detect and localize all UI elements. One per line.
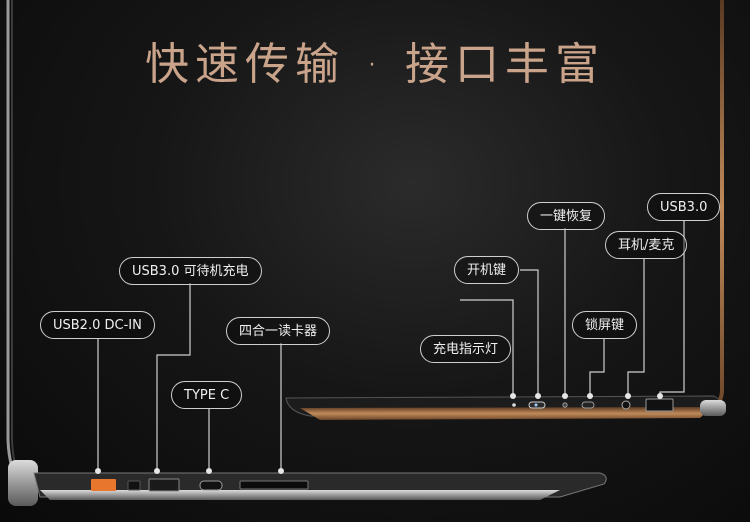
lock-button xyxy=(581,401,595,409)
usb2-port xyxy=(91,479,116,491)
hinge-right xyxy=(700,400,726,416)
label-usb3-charge: USB3.0 可待机充电 xyxy=(119,257,262,285)
label-usb2-dcin: USB2.0 DC-IN xyxy=(40,311,155,339)
hinge-left xyxy=(8,460,38,506)
usb3-port-left xyxy=(148,478,180,492)
charge-led xyxy=(512,403,516,407)
label-type-c: TYPE C xyxy=(171,381,243,409)
usb3-port-right xyxy=(645,398,674,412)
type-c-port xyxy=(199,480,223,491)
card-reader-slot xyxy=(239,480,309,490)
label-audio-jack: 耳机/麦克 xyxy=(605,231,688,259)
label-charge-led: 充电指示灯 xyxy=(420,335,512,363)
audio-jack xyxy=(621,400,631,410)
dc-in-port xyxy=(127,480,141,491)
recovery-button xyxy=(562,402,568,408)
label-recovery-key: 一键恢复 xyxy=(527,202,606,230)
label-power-key: 开机键 xyxy=(454,256,520,284)
label-lock-key: 锁屏键 xyxy=(572,311,638,339)
label-card-reader: 四合一读卡器 xyxy=(226,317,331,345)
label-usb3-right: USB3.0 xyxy=(647,193,721,221)
page-title: 快速传输 · 接口丰富 xyxy=(145,39,605,90)
